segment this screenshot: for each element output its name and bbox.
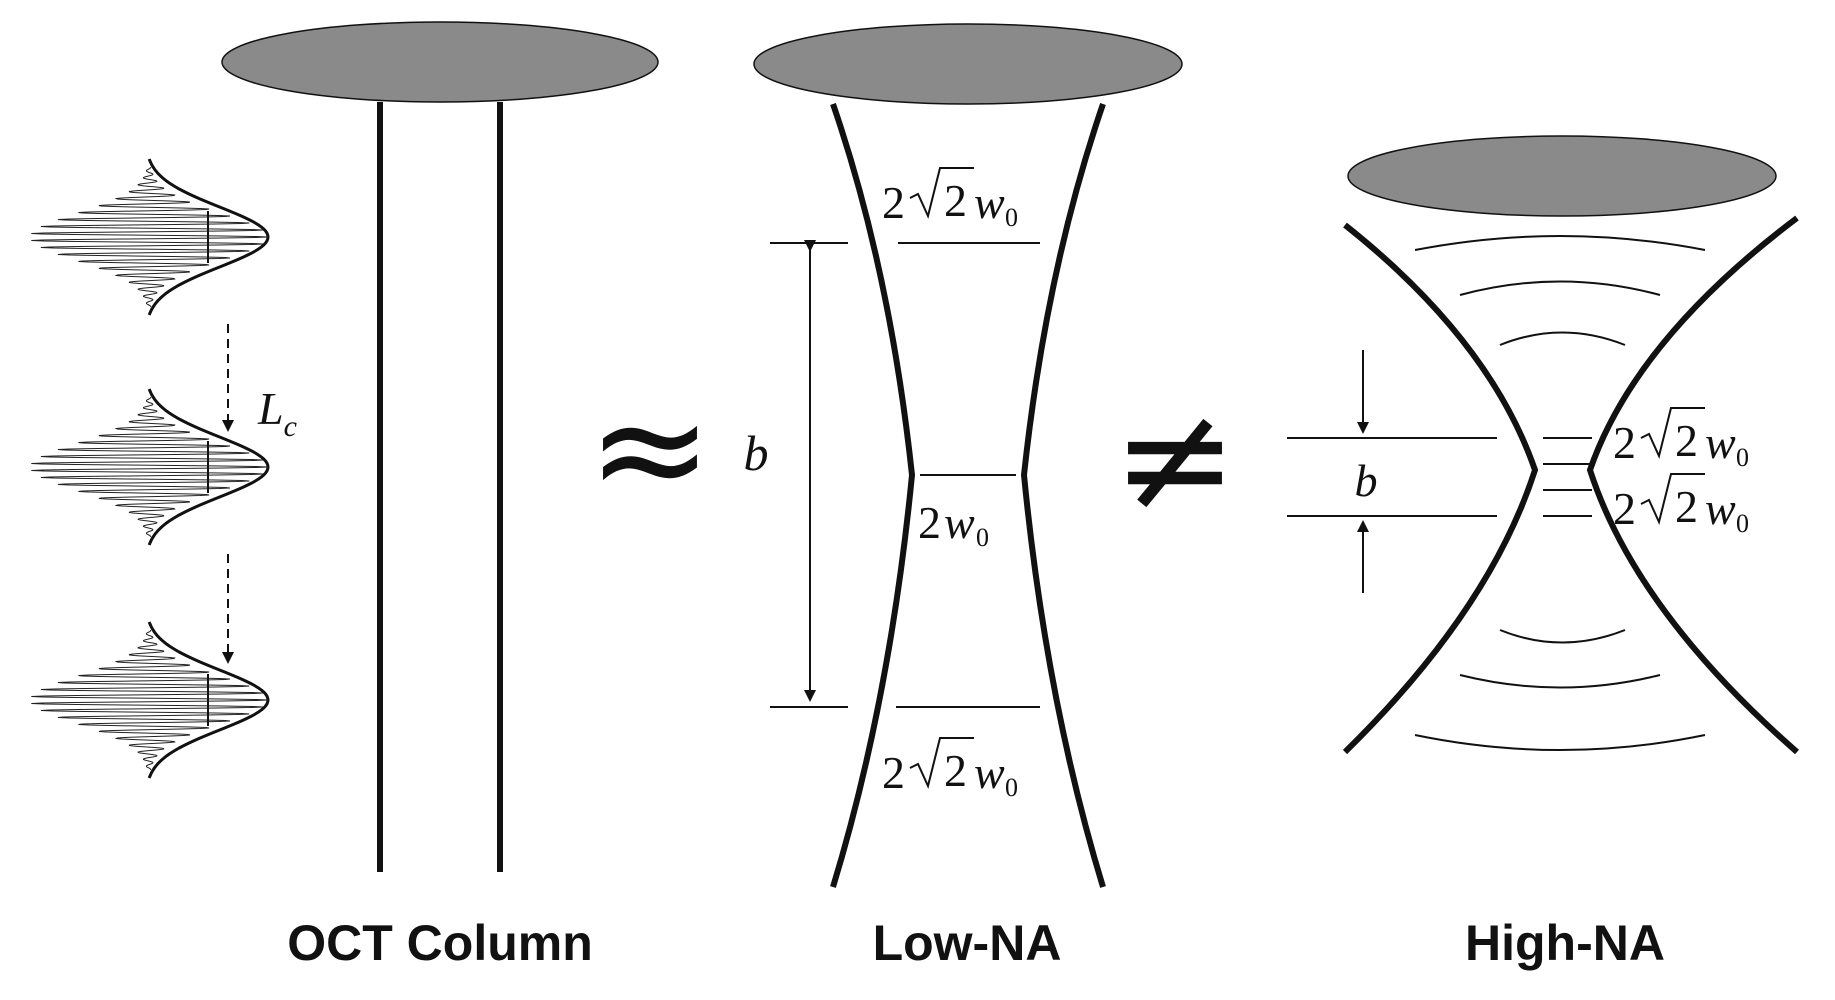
wave-packet-icon [31,388,270,546]
wave-packet-icon [31,158,270,316]
low-na-panel: b 2 2 w 0 2 w 0 2 2 w 0 Low-NA [744,23,1183,971]
svg-text:0: 0 [1005,773,1018,802]
low-na-lens-ellipse-icon [753,23,1183,105]
low-na-confocal-b-label: b [744,425,769,481]
sqrt-icon [1640,473,1705,526]
high-na-lower-width-label: 2 2 w 0 [1613,473,1749,538]
wavefront-line [1499,331,1626,346]
high-na-beam-left-edge [1342,222,1539,755]
low-na-upper-width-label: 2 2 w 0 [882,167,1018,232]
packet-carrier [31,397,269,537]
svg-text:2: 2 [918,497,941,548]
caption-oct-column: OCT Column [287,915,593,971]
low-na-beam-left-edge [830,103,916,888]
high-na-beam-right-edge [1586,215,1799,755]
oct-column-panel: Lc OCT Column [31,21,659,971]
svg-text:w: w [974,177,1005,228]
caption-low-na: Low-NA [873,915,1062,971]
wavefront-line [1459,280,1661,296]
approx-symbol: ≈ [587,362,713,536]
svg-text:2: 2 [1613,483,1636,534]
wavefront-line [1499,629,1626,644]
sqrt-icon [909,167,974,220]
wavefront-line [1459,674,1661,689]
coherence-length-label: Lc [257,383,297,443]
svg-text:0: 0 [1736,509,1749,538]
svg-text:2: 2 [882,177,905,228]
svg-text:w: w [1705,417,1736,468]
sqrt-icon [909,737,974,790]
high-na-confocal-b-label: b [1355,455,1378,506]
low-na-waist-label: 2 w 0 [918,497,989,552]
oct-lens-ellipse-icon [221,21,659,103]
svg-text:0: 0 [1005,203,1018,232]
wave-packets [31,158,270,779]
high-na-lens-ellipse-icon [1347,135,1777,217]
high-na-panel: b 2 2 w 0 2 2 w 0 High-NA [1287,135,1799,971]
wave-packet-icon [31,621,270,779]
svg-text:0: 0 [976,523,989,552]
caption-high-na: High-NA [1465,915,1665,971]
svg-text:2: 2 [944,745,967,796]
svg-text:2: 2 [1613,417,1636,468]
not-equal-symbol: ≠ [1112,372,1238,546]
high-na-upper-width-label: 2 2 w 0 [1613,407,1749,472]
packet-carrier [31,167,269,307]
low-na-lower-width-label: 2 2 w 0 [882,737,1018,802]
svg-text:w: w [1705,483,1736,534]
wavefront-line [1414,235,1706,251]
svg-text:w: w [974,747,1005,798]
wavefront-line [1414,734,1706,751]
sqrt-icon [1640,407,1705,460]
packet-carrier [31,630,269,770]
svg-text:2: 2 [1675,415,1698,466]
svg-text:2: 2 [944,175,967,226]
svg-text:2: 2 [1675,481,1698,532]
low-na-beam-right-edge [1020,103,1106,888]
svg-text:0: 0 [1736,443,1749,472]
svg-text:w: w [944,497,975,548]
svg-text:2: 2 [882,747,905,798]
